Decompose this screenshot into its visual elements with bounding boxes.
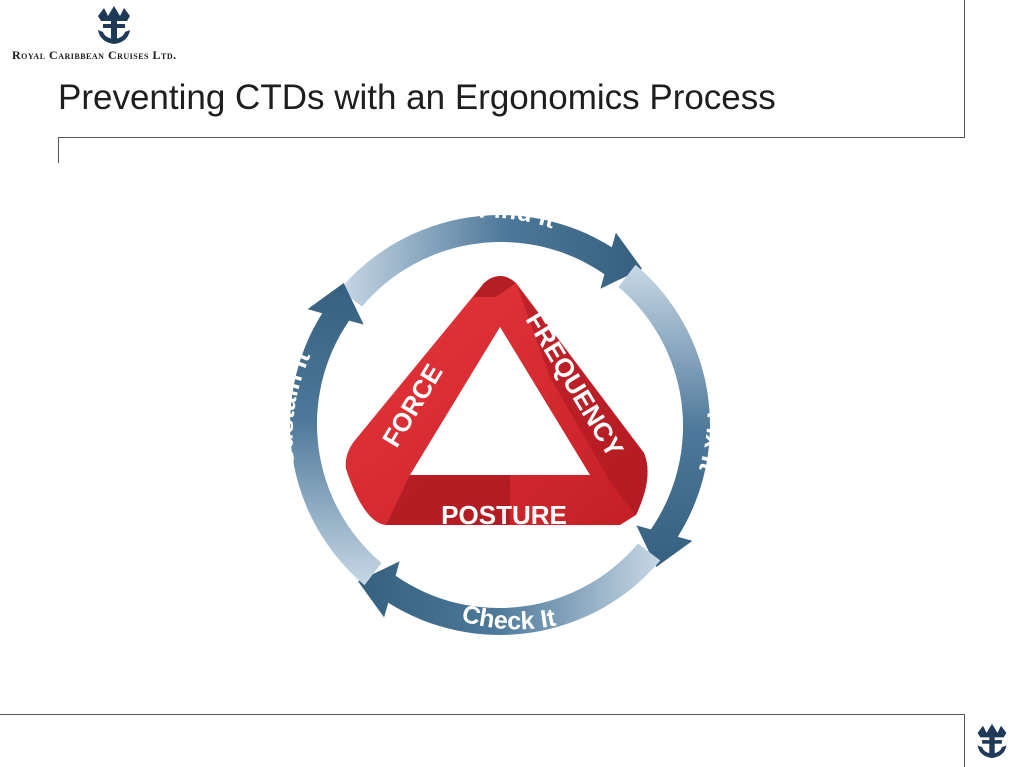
ribbon-fold xyxy=(474,276,516,297)
check-it-arrow xyxy=(358,543,661,635)
frame-divider xyxy=(58,137,59,163)
footer-divider xyxy=(964,714,965,767)
company-logo: Royal Caribbean Cruises Ltd. xyxy=(12,4,212,68)
crown-anchor-icon xyxy=(977,723,1007,759)
frame-divider xyxy=(964,0,965,138)
ribbon-fold xyxy=(386,475,510,525)
crown-anchor-icon xyxy=(98,6,130,44)
find-it-arrow xyxy=(339,215,642,307)
ribbon-fold xyxy=(516,283,648,515)
slide-title: Preventing CTDs with an Ergonomics Proce… xyxy=(58,78,776,117)
fix-it-arrow xyxy=(618,264,710,567)
sustain-it-arrow xyxy=(290,283,382,586)
company-name: Royal Caribbean Cruises Ltd. xyxy=(12,48,177,62)
footer-divider xyxy=(0,714,965,715)
ergonomics-cycle-diagram: Find It Fix It Check It Sustain It FORCE… xyxy=(260,185,740,665)
posture-label: POSTURE xyxy=(441,500,567,530)
frame-divider xyxy=(58,137,965,138)
